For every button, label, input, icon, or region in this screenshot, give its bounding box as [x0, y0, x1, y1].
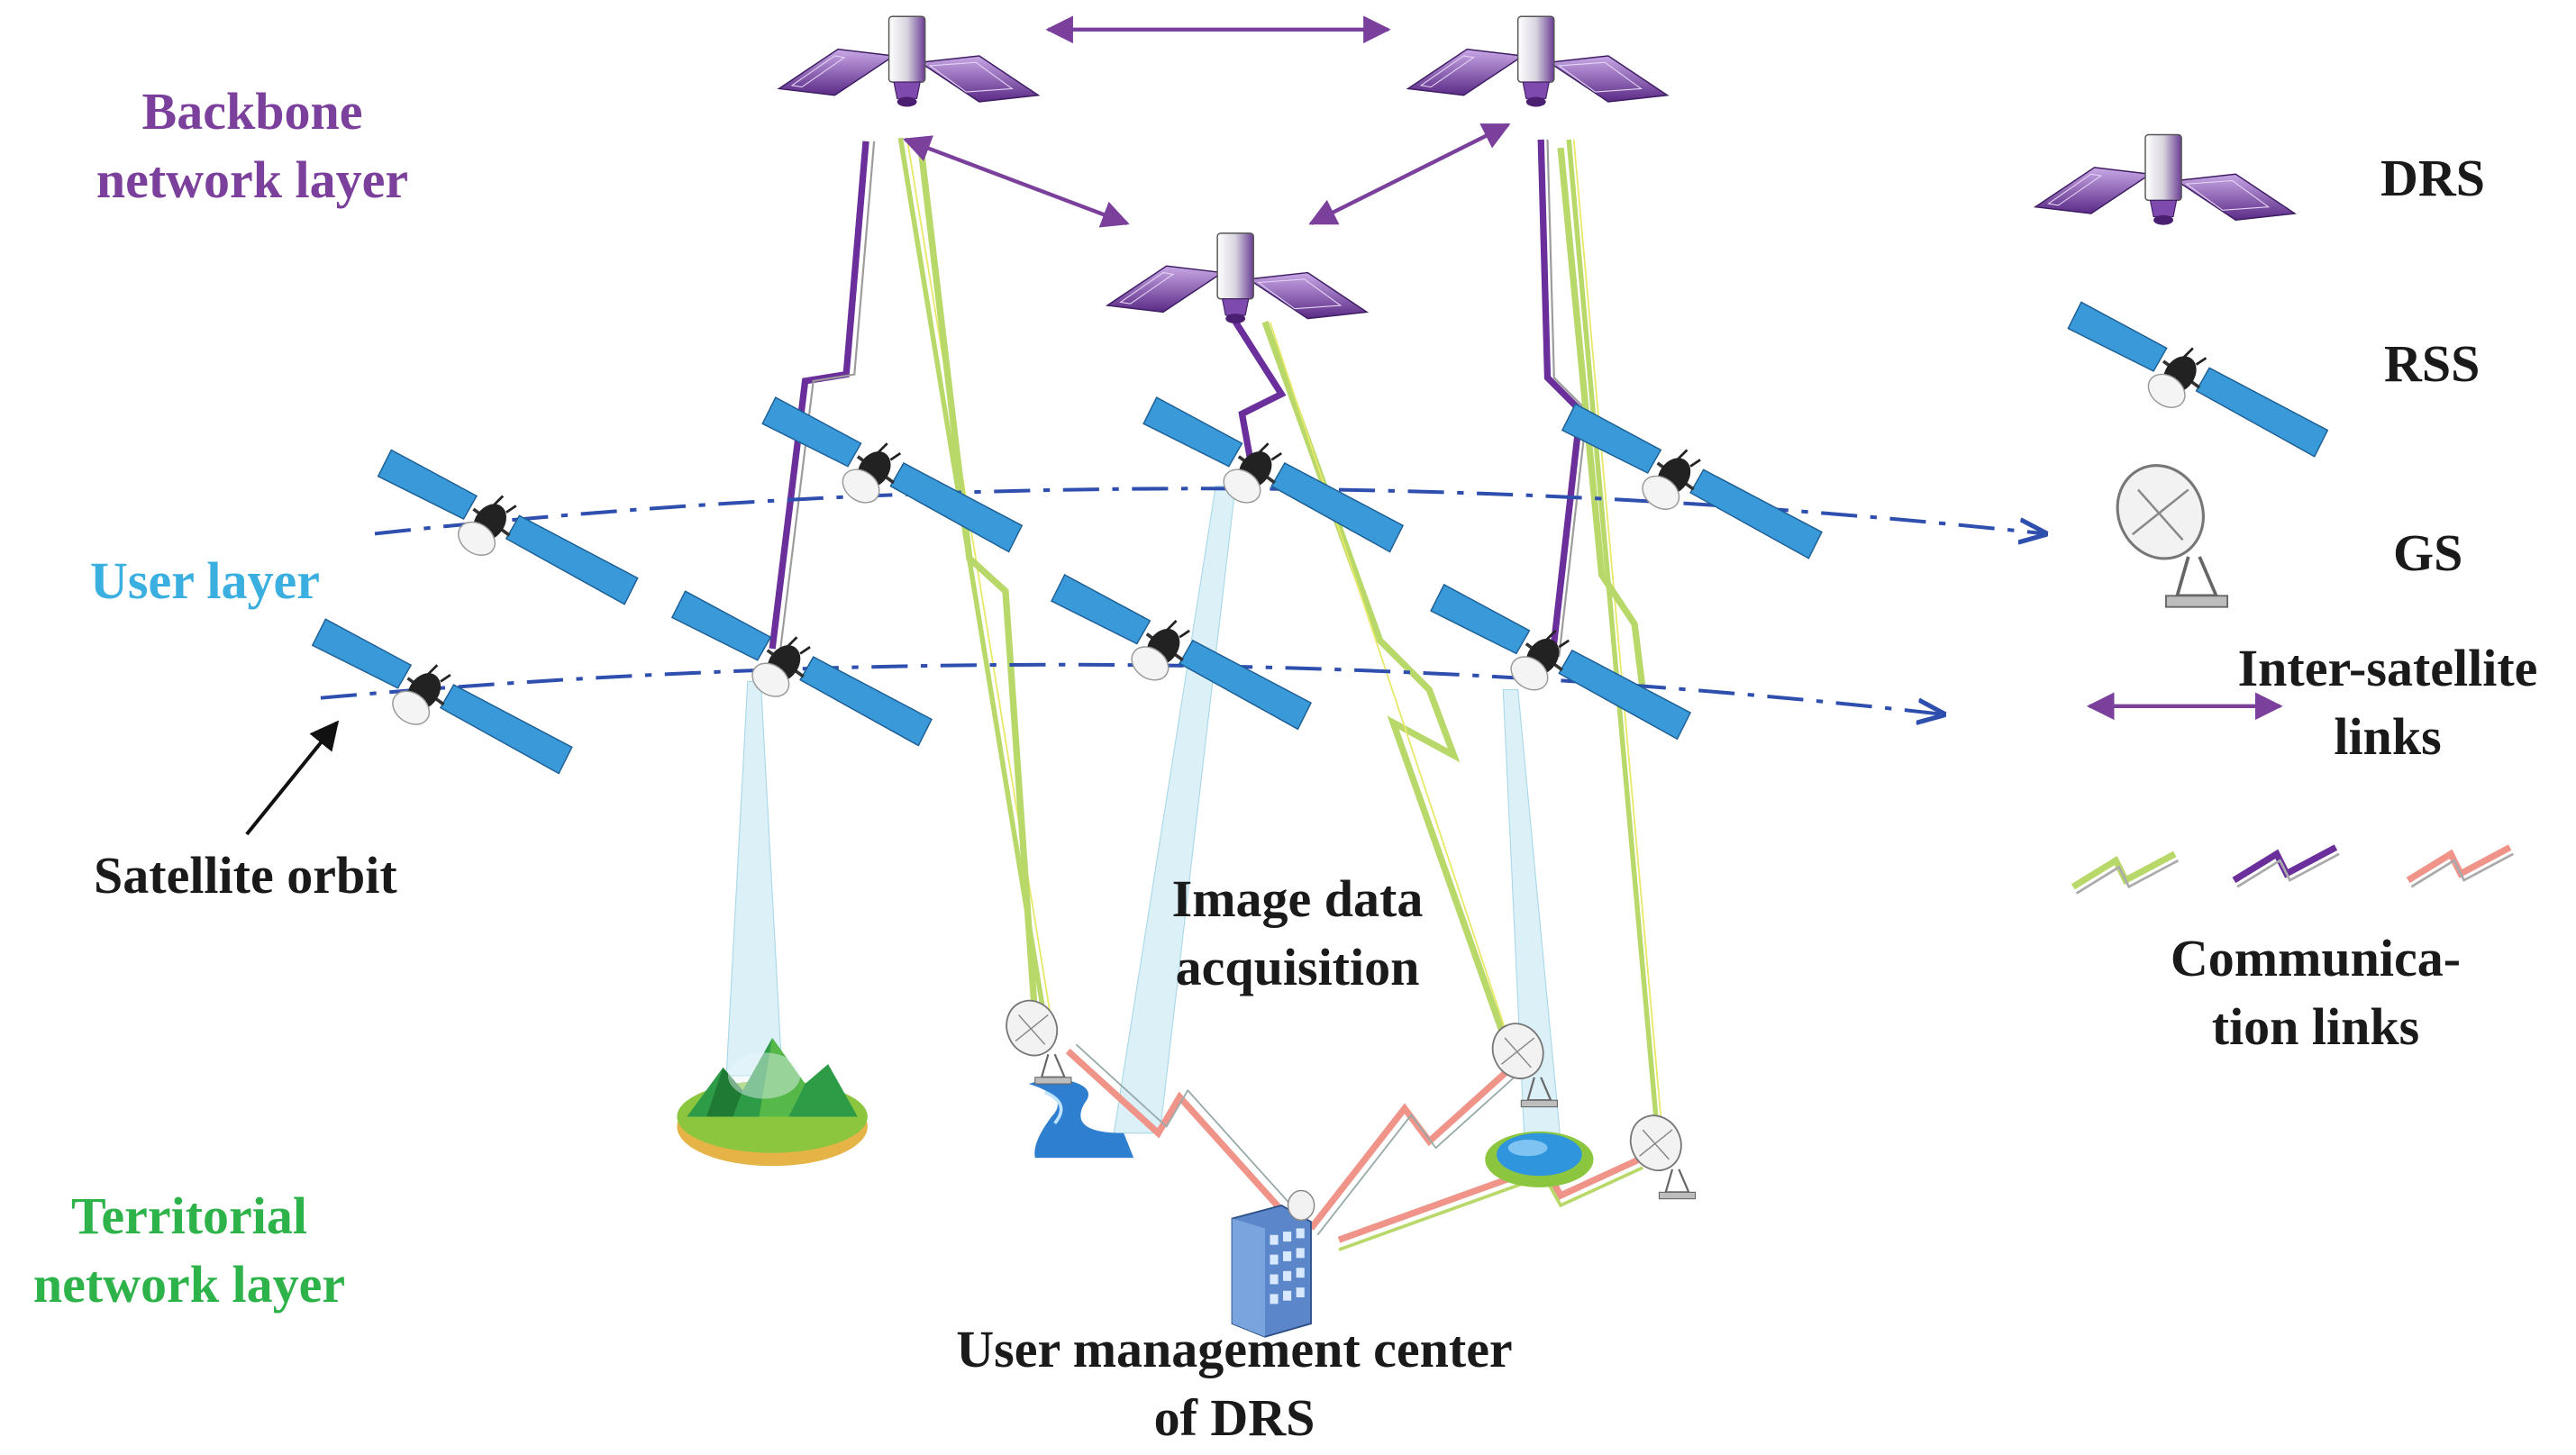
river-terrain-icon: [1028, 1077, 1134, 1159]
rss-satellite-icon: [670, 589, 933, 748]
legend-drs-icon: [2034, 133, 2296, 226]
orbit-pointer-arrow: [245, 720, 340, 836]
legend-comm-line1: Communica-: [2170, 929, 2462, 987]
legend-comm-line2: tion links: [2211, 997, 2420, 1056]
user-center-line2: of DRS: [1153, 1388, 1315, 1447]
legend-graphics: [2034, 133, 2514, 895]
mountain-terrain-icon: [677, 1038, 868, 1167]
lake-terrain-icon: [1485, 1131, 1594, 1187]
backbone-layer-label: Backbone network layer: [54, 77, 451, 214]
drs-satellite-icon: [1106, 232, 1368, 325]
rss-satellite-icon: [1142, 396, 1405, 554]
territorial-layer-label: Territorial network layer: [0, 1182, 378, 1319]
user-center-line1: User management center: [956, 1320, 1513, 1378]
image-data-line2: acquisition: [1175, 938, 1420, 996]
legend-comm-link-red: [2406, 844, 2514, 888]
acquisition-beams: [725, 486, 1561, 1142]
rss-satellite-icon: [376, 448, 640, 606]
drs-satellite-icon: [1406, 15, 1669, 108]
legend-comm-link-green: [2071, 850, 2180, 895]
legend-isl-line2: links: [2334, 707, 2442, 766]
satellite-orbit-label: Satellite orbit: [94, 846, 397, 905]
legend-gs-label: GS: [2393, 523, 2463, 582]
user-management-center-label: User management center of DRS: [865, 1315, 1604, 1452]
management-center-building-icon: [1231, 1189, 1315, 1338]
legend-comm-label: Communica- tion links: [2126, 924, 2505, 1061]
image-data-acquisition-label: Image data acquisition: [1135, 865, 1460, 1002]
legend-isl-label: Inter-satellite links: [2198, 634, 2576, 771]
legend-isl-line1: Inter-satellite: [2237, 639, 2538, 697]
satellite-orbits: [320, 487, 2045, 714]
legend-comm-link-purple: [2232, 844, 2340, 888]
ground-station-dish-icon: [997, 991, 1072, 1086]
drs-satellite-icon: [778, 15, 1040, 108]
legend-drs-label: DRS: [2380, 149, 2486, 207]
territorial-layer-line2: network layer: [32, 1255, 346, 1314]
user-layer-label: User layer: [90, 551, 320, 610]
legend-rss-label: RSS: [2384, 334, 2480, 393]
legend-gs-icon: [2100, 450, 2230, 609]
inter-satellite-link-arrows: [902, 15, 1511, 228]
relay-links: [769, 137, 1662, 1117]
image-data-line1: Image data: [1171, 869, 1424, 928]
backbone-layer-line1: Backbone: [141, 82, 363, 141]
territorial-layer-line1: Territorial: [71, 1187, 307, 1245]
legend-rss-icon: [2066, 300, 2330, 459]
ground-station-dish-icon: [1620, 1105, 1697, 1200]
backbone-layer-line2: network layer: [96, 150, 409, 209]
